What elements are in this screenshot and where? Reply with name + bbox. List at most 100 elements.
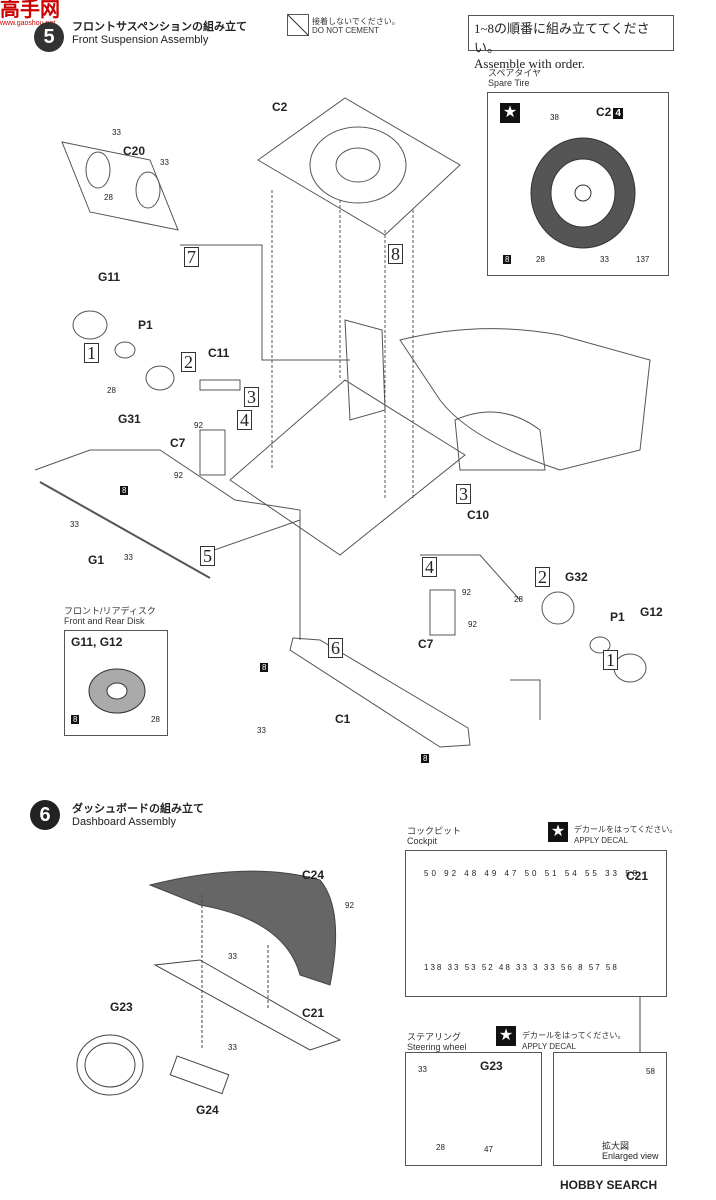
label-c24: C24 [302, 868, 325, 882]
steering-inset: G23 33 28 47 [405, 1052, 542, 1166]
part-28: 28 [104, 193, 113, 202]
step-box-1-left: 1 [84, 343, 99, 363]
label-c7-left: C7 [170, 436, 186, 450]
label-p1-left: P1 [138, 318, 153, 332]
part-8: 8 [421, 754, 430, 763]
cockpit-en: Cockpit [407, 836, 438, 846]
section5-title-en: Front Suspension Assembly [72, 34, 209, 46]
disk-jp: フロント/リアディスク [64, 606, 156, 616]
step-box-4-left: 4 [237, 410, 252, 430]
decal-jp: デカールをはってください。 [574, 825, 678, 834]
steering-decal-en: APPLY DECAL [522, 1042, 576, 1051]
part-33-steering: 33 [418, 1065, 427, 1074]
label-c7-right: C7 [418, 637, 434, 651]
section6-title-jp: ダッシュボードの組み立て [72, 803, 204, 815]
label-c11: C11 [208, 346, 230, 360]
spare-tire-jp: スペアタイヤ [488, 68, 542, 78]
disk-parts-label: G11, G12 [71, 635, 123, 649]
label-c2: C2 [272, 100, 288, 114]
section6-title-en: Dashboard Assembly [72, 816, 176, 828]
part-28-steering: 28 [436, 1143, 445, 1152]
part-28-disk: 28 [151, 715, 160, 724]
order-note-jp: 1~8の順番に組み立ててください。 [474, 21, 650, 55]
label-g32: G32 [565, 570, 588, 584]
watermark-logo: 高手网 www.gaoshou.net [0, 0, 70, 35]
cockpit-bottom-numbers: 138 33 53 52 48 33 3 33 56 8 57 58 [424, 963, 619, 972]
label-g24: G24 [196, 1103, 219, 1117]
hobby-search-watermark: HOBBY SEARCH [560, 1178, 658, 1192]
enlarged-view-inset: 58 拡大図 Enlarged view [553, 1052, 667, 1166]
step-number-5: 5 [34, 22, 64, 52]
part-33: 33 [257, 726, 266, 735]
part-92: 92 [194, 421, 203, 430]
part-33: 33 [228, 1043, 237, 1052]
label-g1: G1 [88, 553, 105, 567]
label-g23-inset: G23 [480, 1059, 503, 1073]
warning-jp: 接着しないでください。 [312, 17, 400, 26]
label-c10: C10 [467, 508, 490, 522]
part-33: 33 [228, 952, 237, 961]
part-92: 92 [174, 471, 183, 480]
step-box-7: 7 [184, 247, 199, 267]
disk-inset: G11, G12 8 28 [64, 630, 168, 736]
watermark-url: www.gaoshou.net [0, 20, 56, 27]
part-8-disk: 8 [71, 715, 80, 724]
step-box-4-right: 4 [422, 557, 437, 577]
step-box-6: 6 [328, 638, 343, 658]
part-33: 33 [124, 553, 133, 562]
part-58-enlarged: 58 [646, 1067, 655, 1076]
label-c21: C21 [302, 1006, 325, 1020]
step-box-3-left: 3 [244, 387, 259, 407]
part-28: 28 [107, 386, 116, 395]
decal-en: APPLY DECAL [574, 836, 628, 845]
star-decal-icon: ★ [500, 103, 520, 123]
label-g11: G11 [98, 270, 121, 284]
steering-en: Steering wheel [407, 1042, 467, 1052]
part-92: 92 [462, 588, 471, 597]
part-92: 92 [345, 901, 354, 910]
watermark-text: 高手网 [0, 0, 60, 21]
assemble-order-note: 1~8の順番に組み立ててください。 Assemble with order. [468, 15, 674, 71]
step-box-1-right: 1 [603, 650, 618, 670]
cockpit-top-numbers: 50 92 48 49 47 50 51 54 55 33 58 [424, 869, 641, 878]
step-number-6: 6 [30, 800, 60, 830]
do-not-cement-icon [287, 14, 309, 36]
label-g12: G12 [640, 605, 663, 619]
part-137: 137 [636, 255, 650, 264]
part-33: 33 [70, 520, 79, 529]
part-28: 28 [514, 595, 523, 604]
label-p1-right: P1 [610, 610, 625, 624]
part-47: 47 [484, 1145, 493, 1154]
warning-en: DO NOT CEMENT [312, 26, 379, 35]
spare-tire-en: Spare Tire [488, 78, 530, 88]
cockpit-jp: コックピット [407, 826, 462, 836]
label-c20: C20 [123, 144, 146, 158]
step-box-8: 8 [388, 244, 403, 264]
disk-en: Front and Rear Disk [64, 616, 145, 626]
part-8: 8 [120, 486, 129, 495]
part-28-inset: 28 [536, 255, 545, 264]
star-decal-icon: ★ [548, 822, 568, 842]
steering-jp: ステアリング [407, 1032, 462, 1042]
step-box-2-right: 2 [535, 567, 550, 587]
part-8: 8 [260, 663, 269, 672]
step-box-3-right: 3 [456, 484, 471, 504]
part-8-inset: 8 [503, 255, 512, 264]
order-note-en: Assemble with order. [474, 56, 585, 71]
cockpit-inset: C21 50 92 48 49 47 50 51 54 55 33 58 138… [405, 850, 667, 997]
step-box-5: 5 [200, 546, 215, 566]
step-box-2-left: 2 [181, 352, 196, 372]
part-92: 92 [468, 620, 477, 629]
part-33-inset: 33 [600, 255, 609, 264]
part-38: 38 [550, 113, 559, 122]
enlarged-jp: 拡大図 [602, 1141, 630, 1151]
label-c21-inset: C21 [626, 869, 649, 883]
part-33: 33 [160, 158, 169, 167]
part-33: 33 [112, 128, 121, 137]
section5-title-jp: フロントサスペンションの組み立て [72, 21, 248, 33]
enlarged-en: Enlarged view [602, 1151, 659, 1161]
label-g23: G23 [110, 1000, 133, 1014]
label-c1: C1 [335, 712, 351, 726]
